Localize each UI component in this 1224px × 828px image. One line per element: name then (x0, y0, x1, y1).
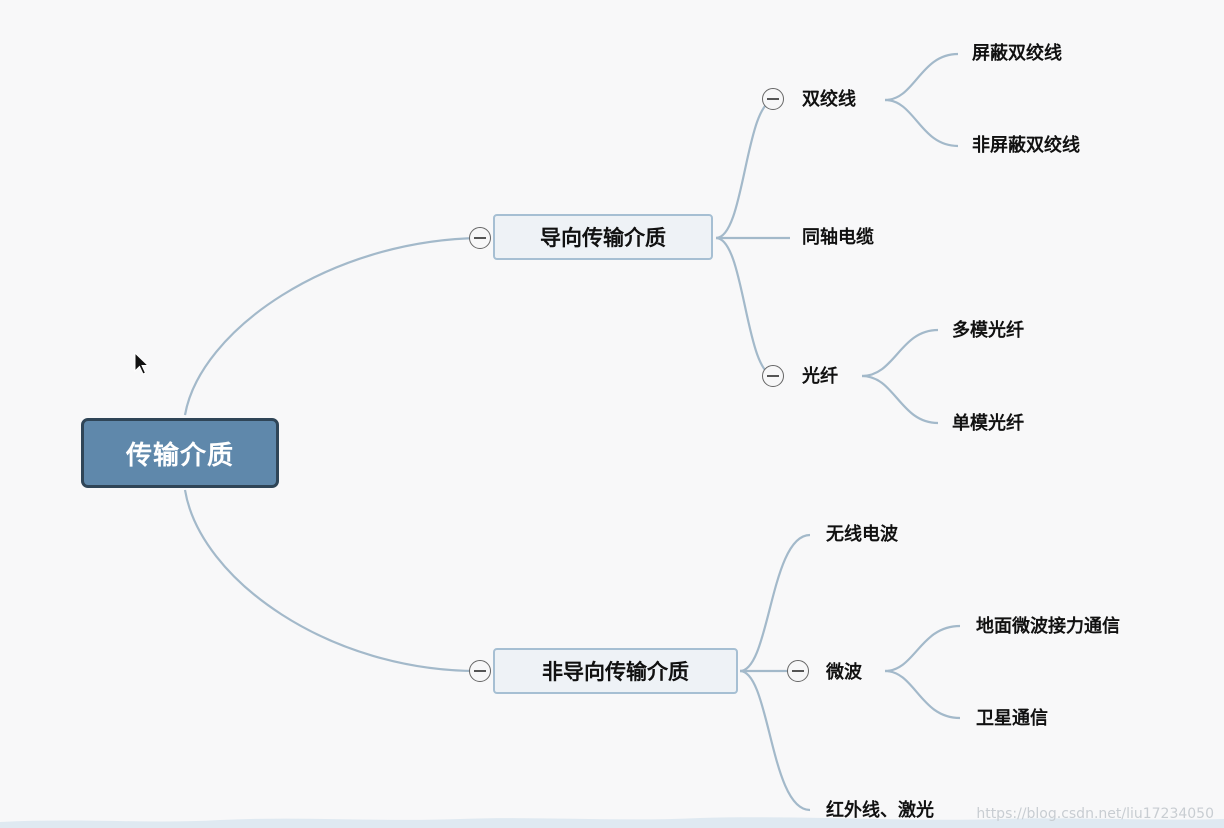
singlemode-fiber-label: 单模光纤 (952, 413, 1024, 434)
link-guided-fiber (715, 236, 776, 378)
singlemode-fiber-topic[interactable]: 单模光纤 (952, 413, 1024, 435)
link-twisted-unshielded (884, 98, 959, 148)
collapse-unguided-button[interactable] (469, 660, 491, 682)
collapse-twisted-pair-button[interactable] (762, 88, 784, 110)
multimode-fiber-label: 多模光纤 (952, 320, 1024, 341)
shielded-twisted-pair-label: 屏蔽双绞线 (972, 43, 1062, 64)
satellite-communication-topic[interactable]: 卫星通信 (976, 708, 1048, 730)
mouse-cursor-icon (134, 352, 150, 375)
link-twisted-shielded (884, 52, 959, 102)
collapse-guided-button[interactable] (469, 227, 491, 249)
guided-media-topic[interactable]: 导向传输介质 (493, 214, 713, 260)
optical-fiber-topic[interactable]: 光纤 (802, 366, 838, 388)
unguided-media-topic[interactable]: 非导向传输介质 (493, 648, 738, 694)
twisted-pair-topic[interactable]: 双绞线 (802, 89, 856, 111)
radio-wave-topic[interactable]: 无线电波 (826, 524, 898, 546)
unshielded-twisted-pair-topic[interactable]: 非屏蔽双绞线 (972, 135, 1080, 157)
unguided-media-label: 非导向传输介质 (542, 660, 689, 684)
guided-media-label: 导向传输介质 (540, 226, 666, 250)
twisted-pair-label: 双绞线 (802, 89, 856, 110)
terrestrial-microwave-topic[interactable]: 地面微波接力通信 (976, 616, 1120, 638)
collapse-microwave-button[interactable] (787, 660, 809, 682)
shielded-twisted-pair-topic[interactable]: 屏蔽双绞线 (972, 43, 1062, 65)
bottom-decoration (0, 817, 1224, 828)
microwave-label: 微波 (826, 662, 862, 683)
root-topic[interactable]: 传输介质 (81, 418, 279, 488)
microwave-topic[interactable]: 微波 (826, 662, 862, 684)
link-guided-twisted (715, 98, 776, 240)
link-fiber-multimode (861, 328, 939, 378)
satellite-communication-label: 卫星通信 (976, 708, 1048, 729)
link-unguided-infrared (739, 669, 811, 812)
root-topic-label: 传输介质 (125, 440, 234, 471)
coaxial-cable-topic[interactable]: 同轴电缆 (802, 227, 874, 249)
link-microwave-terrestrial (884, 624, 961, 673)
infrared-laser-topic[interactable]: 红外线、激光 (826, 800, 934, 822)
infrared-laser-label: 红外线、激光 (826, 800, 934, 821)
terrestrial-microwave-label: 地面微波接力通信 (976, 616, 1120, 637)
collapse-fiber-button[interactable] (762, 365, 784, 387)
watermark-url: https://blog.csdn.net/liu17234050 (976, 806, 1214, 822)
link-microwave-satellite (884, 669, 961, 720)
link-root-unguided (183, 489, 481, 673)
optical-fiber-label: 光纤 (802, 366, 838, 387)
link-root-guided (183, 236, 481, 416)
link-unguided-radio (739, 533, 811, 673)
link-fiber-singlemode (861, 374, 939, 425)
unshielded-twisted-pair-label: 非屏蔽双绞线 (972, 135, 1080, 156)
coaxial-cable-label: 同轴电缆 (802, 227, 874, 248)
radio-wave-label: 无线电波 (826, 524, 898, 545)
multimode-fiber-topic[interactable]: 多模光纤 (952, 320, 1024, 342)
